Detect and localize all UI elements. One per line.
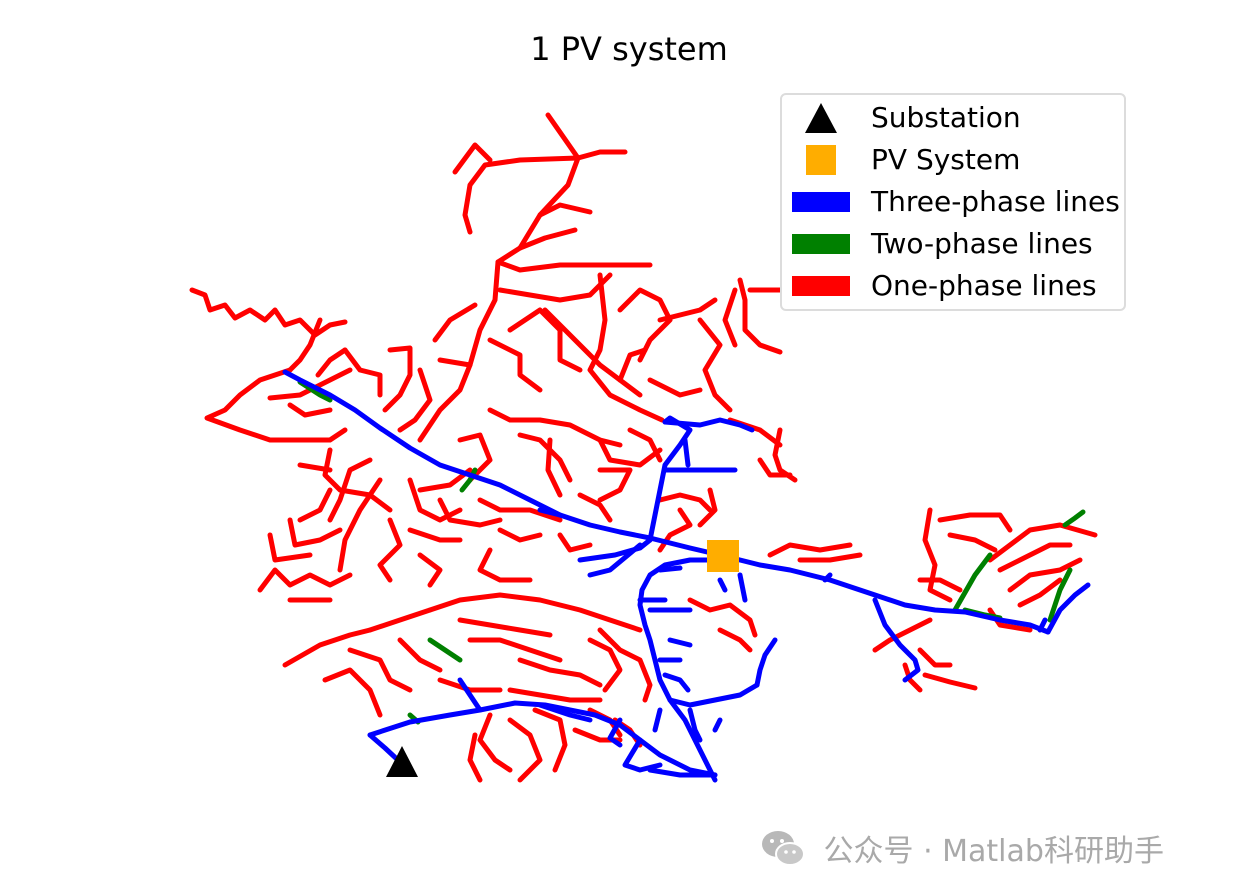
legend-item-two-phase: Two-phase lines [782,223,1124,265]
pv-system-marker [707,540,739,572]
chart-title: 1 PV system [530,30,728,68]
legend-item-substation: Substation [782,97,1124,139]
legend-label: Three-phase lines [871,185,1120,218]
legend-label: PV System [871,143,1021,176]
legend-label: Substation [871,101,1021,134]
blue-patch-icon [792,192,850,212]
substation-marker [386,746,418,777]
two-phase-lines [297,379,1086,725]
legend-item-pv-system: PV System [782,139,1124,181]
legend-item-one-phase: One-phase lines [782,265,1124,307]
one-phase-lines [189,112,1098,783]
legend-label: Two-phase lines [871,227,1093,260]
three-phase-lines [282,369,1091,783]
red-patch-icon [792,276,850,296]
watermark-text: 公众号 · Matlab科研助手 [823,834,1164,869]
legend-label: One-phase lines [871,269,1097,302]
wechat-icon [762,831,805,866]
watermark: 公众号 · Matlab科研助手 [760,826,1164,869]
legend: Substation PV System Three-phase lines T… [780,93,1126,311]
square-icon [806,145,836,175]
legend-item-three-phase: Three-phase lines [782,181,1124,223]
triangle-icon [805,103,837,133]
green-patch-icon [792,234,850,254]
